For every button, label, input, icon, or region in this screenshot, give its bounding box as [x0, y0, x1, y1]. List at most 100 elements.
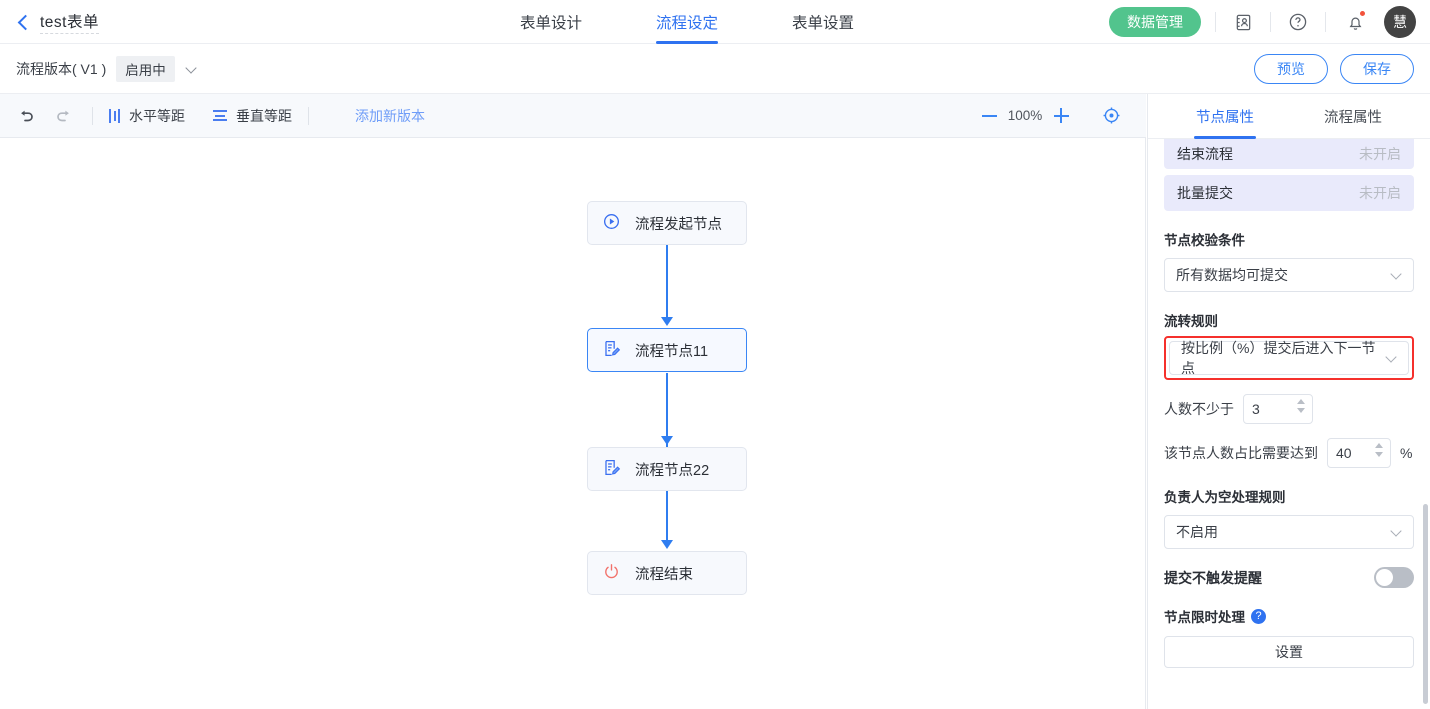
no-remind-row: 提交不触发提醒	[1164, 567, 1414, 588]
row-end-flow[interactable]: 结束流程 未开启	[1164, 139, 1414, 169]
empty-owner-value: 不启用	[1176, 524, 1218, 540]
tab-form-settings[interactable]: 表单设置	[792, 15, 855, 32]
page-title: test表单	[40, 10, 99, 34]
redo-icon[interactable]	[52, 104, 76, 128]
tab-flow-settings[interactable]: 流程设定	[656, 0, 719, 44]
tab-node-properties[interactable]: 节点属性	[1194, 94, 1256, 139]
zoom-in-button[interactable]	[1046, 101, 1076, 131]
flow-rule-value: 按比例（%）提交后进入下一节点	[1181, 340, 1376, 376]
flow-node-label: 流程发起节点	[635, 216, 722, 233]
validate-condition-value: 所有数据均可提交	[1176, 267, 1288, 283]
flow-node-end[interactable]: 流程结束	[587, 551, 747, 595]
empty-owner-label: 负责人为空处理规则	[1164, 490, 1286, 505]
undo-icon[interactable]	[14, 104, 38, 128]
min-count-stepper[interactable]: 3	[1243, 394, 1313, 424]
validate-condition-label: 节点校验条件	[1164, 233, 1245, 248]
horizontal-spacing-label: 水平等距	[129, 107, 185, 124]
divider	[308, 106, 309, 125]
no-remind-toggle[interactable]	[1374, 567, 1414, 588]
vertical-spacing-label: 垂直等距	[236, 107, 292, 124]
tab-form-design[interactable]: 表单设计	[520, 15, 583, 32]
divider	[1215, 12, 1216, 32]
version-status-badge: 启用中	[116, 55, 175, 82]
horizontal-spacing-icon	[109, 108, 120, 123]
ratio-stepper[interactable]: 40	[1327, 438, 1391, 468]
flow-rule-highlight: 按比例（%）提交后进入下一节点	[1164, 336, 1414, 380]
form-edit-icon	[602, 458, 621, 481]
stepper-arrows	[1375, 443, 1383, 457]
notification-badge	[1359, 10, 1366, 17]
connector-11-to-22	[666, 373, 668, 439]
flow-node-label: 流程节点11	[635, 343, 709, 360]
main-nav-tabs: 表单设计 流程设定 表单设置	[520, 0, 854, 44]
form-edit-icon	[602, 339, 621, 362]
horizontal-spacing-button[interactable]: 水平等距	[109, 106, 185, 126]
row-batch-submit[interactable]: 批量提交 未开启	[1164, 175, 1414, 211]
timeout-settings-button[interactable]: 设置	[1164, 636, 1414, 668]
empty-owner-select[interactable]: 不启用	[1164, 515, 1414, 549]
connector-22-to-end	[666, 491, 668, 543]
top-right-actions: 数据管理	[1109, 0, 1416, 44]
flow-node-22[interactable]: 流程节点22	[587, 447, 747, 491]
vertical-spacing-icon	[213, 110, 227, 121]
flow-node-11[interactable]: 流程节点11	[587, 328, 747, 372]
help-circle-icon[interactable]	[1285, 9, 1311, 35]
canvas-toolbar: 水平等距 垂直等距 添加新版本 100%	[0, 94, 1146, 138]
chevron-down-icon[interactable]	[187, 63, 198, 74]
flow-node-start[interactable]: 流程发起节点	[587, 201, 747, 245]
tab-flow-properties[interactable]: 流程属性	[1324, 109, 1382, 126]
add-new-version-link[interactable]: 添加新版本	[355, 107, 425, 124]
ratio-label: 该节点人数占比需要达到	[1164, 445, 1318, 461]
help-circle-icon[interactable]: ?	[1251, 608, 1266, 624]
play-circle-icon	[602, 212, 621, 235]
min-count-value: 3	[1252, 401, 1260, 417]
version-label: 流程版本( V1 )	[16, 60, 107, 77]
zoom-controls: 100%	[974, 101, 1126, 131]
power-off-icon	[602, 562, 621, 585]
back-group: test表单	[0, 10, 99, 34]
data-management-button[interactable]: 数据管理	[1109, 7, 1201, 37]
zoom-out-button[interactable]	[974, 101, 1004, 131]
row-end-flow-state: 未开启	[1359, 146, 1401, 162]
bell-icon[interactable]	[1342, 9, 1368, 35]
timeout-label: 节点限时处理	[1164, 610, 1245, 625]
panel-tabs: 节点属性 流程属性	[1148, 94, 1430, 139]
version-bar: 流程版本( V1 ) 启用中 预览 保存	[0, 44, 1430, 94]
stepper-up-icon[interactable]	[1297, 399, 1305, 404]
arrow-11-to-22	[661, 436, 673, 445]
flow-rule-label: 流转规则	[1164, 314, 1218, 329]
row-batch-submit-state: 未开启	[1359, 185, 1401, 201]
divider	[1325, 12, 1326, 32]
divider	[92, 106, 93, 125]
min-count-row: 人数不少于 3	[1164, 394, 1414, 424]
arrow-22-to-end	[661, 540, 673, 549]
min-count-label: 人数不少于	[1164, 401, 1234, 417]
avatar[interactable]: 慧	[1384, 6, 1416, 38]
fit-to-screen-icon[interactable]	[1096, 101, 1126, 131]
version-actions: 预览 保存	[1254, 53, 1414, 84]
chevron-down-icon	[1387, 353, 1397, 363]
panel-scrollbar[interactable]	[1423, 504, 1428, 704]
stepper-up-icon[interactable]	[1375, 443, 1383, 448]
divider	[1270, 12, 1271, 32]
top-bar: test表单 表单设计 流程设定 表单设置 数据管理	[0, 0, 1430, 44]
contacts-icon[interactable]	[1230, 9, 1256, 35]
connector-start-to-11	[666, 245, 668, 319]
row-batch-submit-label: 批量提交	[1177, 185, 1233, 201]
save-button[interactable]: 保存	[1340, 53, 1414, 84]
timeout-label-row: 节点限时处理 ?	[1164, 606, 1414, 626]
stepper-down-icon[interactable]	[1375, 452, 1383, 457]
stepper-down-icon[interactable]	[1297, 408, 1305, 413]
panel-body: 结束流程 未开启 批量提交 未开启 节点校验条件 所有数据均可提交 流转规则 按…	[1148, 139, 1430, 709]
back-icon[interactable]	[16, 15, 30, 29]
row-end-flow-label: 结束流程	[1177, 146, 1233, 162]
ratio-value: 40	[1336, 445, 1352, 461]
flow-canvas[interactable]: 流程发起节点 流程节点11	[0, 138, 1146, 709]
arrow-start-to-11	[661, 317, 673, 326]
ratio-suffix: %	[1400, 445, 1413, 461]
flow-rule-select[interactable]: 按比例（%）提交后进入下一节点	[1169, 340, 1409, 376]
vertical-spacing-button[interactable]: 垂直等距	[213, 106, 292, 126]
stepper-arrows	[1297, 399, 1305, 413]
validate-condition-select[interactable]: 所有数据均可提交	[1164, 258, 1414, 292]
preview-button[interactable]: 预览	[1254, 53, 1328, 84]
